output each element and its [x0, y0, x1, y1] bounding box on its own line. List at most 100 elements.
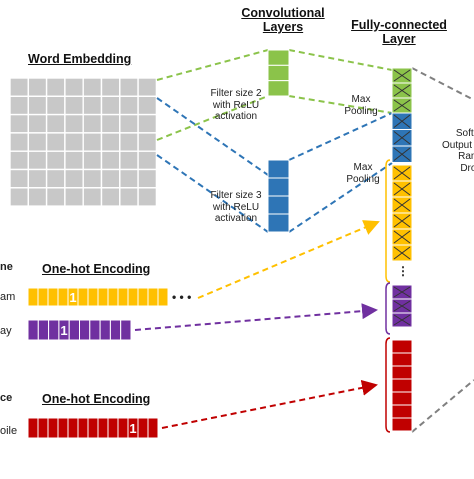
embedding-cell	[100, 77, 121, 97]
embedding-cell	[119, 132, 139, 152]
fc-green-cell-cross	[393, 99, 411, 112]
embedding-cell	[119, 113, 139, 134]
embedding-cell	[27, 168, 48, 189]
side-label-4: ce	[0, 392, 13, 404]
onehot-purple-cell	[99, 319, 111, 341]
embedding-cell	[9, 113, 29, 134]
embedding-cell	[45, 77, 66, 97]
word-embedding-title: Word Embedding	[28, 52, 132, 66]
fully-connected-layer	[385, 67, 413, 433]
onehot-red-cell	[147, 417, 159, 439]
conv-filter-2-cell	[267, 64, 290, 82]
onehot-yellow-cell	[117, 287, 129, 307]
side-label-3: ay	[0, 325, 12, 337]
conv-title-line-1: Convolutional	[241, 6, 325, 20]
embedding-cell	[9, 95, 29, 116]
encoding-ellipsis: • • •	[172, 290, 192, 304]
fc-red-cell	[391, 339, 413, 354]
green-to-fc-bottom	[288, 95, 393, 114]
onehot-title-1: One-hot Encoding	[42, 262, 151, 276]
fc-red-cell	[391, 404, 413, 419]
max-pooling-label-2: Max Pooling	[344, 162, 382, 185]
onehot-purple-cell	[37, 319, 50, 341]
onehot-yellow-cell	[27, 287, 39, 307]
fc-green-cell-cross	[393, 84, 411, 97]
onehot-yellow-cell	[97, 287, 109, 307]
filter3-line-1: Filter size 3	[210, 190, 262, 201]
softmax-line-3: Rand	[458, 151, 474, 162]
onehot-purple-cell	[120, 319, 132, 341]
fc-red-cell	[391, 365, 413, 380]
conv-title-line-2: Layers	[262, 20, 304, 35]
onehot-yellow-cell	[137, 287, 149, 307]
embedding-cell	[137, 150, 158, 171]
grey-line-top	[411, 67, 474, 101]
maxpool1-line-2: Pooling	[344, 105, 378, 117]
embedding-cell	[119, 187, 139, 207]
grey-line-bottom	[411, 379, 474, 433]
onehot-yellow-cell	[37, 287, 49, 307]
embedding-cell	[64, 95, 84, 116]
embedding-cell	[82, 113, 103, 134]
fc-yellow-cell-cross	[393, 214, 411, 228]
embedding-cell	[9, 150, 29, 171]
connection-lines	[134, 49, 474, 433]
onehot-purple-cell	[68, 319, 80, 341]
embedding-cell	[82, 168, 103, 189]
conv-filter-3-cell	[267, 213, 290, 233]
embedding-cell	[82, 77, 103, 97]
onehot-red-cell	[137, 417, 149, 439]
fc-blue-cell-cross	[393, 114, 411, 128]
embedding-cell	[100, 113, 121, 134]
onehot-red-cell-one: 1	[129, 421, 136, 436]
side-label-1: ne	[0, 261, 13, 273]
onehot-red-cell	[97, 417, 109, 439]
arrow-red	[161, 379, 378, 429]
one-hot-encodings: 111	[27, 287, 169, 439]
conv-filter-2-cell	[267, 80, 290, 97]
embedding-cell	[137, 187, 158, 207]
embedding-cell	[82, 187, 103, 207]
embedding-cell	[100, 187, 121, 207]
embedding-cell	[100, 150, 121, 171]
embedding-cell	[64, 150, 84, 171]
embedding-cell	[137, 77, 158, 97]
conv-layers-title: Convolutional Layers	[233, 6, 333, 35]
fc-red-cell	[391, 378, 413, 393]
maxpool2-line-2: Pooling	[346, 173, 380, 185]
fc-purple-cell-cross	[393, 286, 411, 298]
embedding-cell	[137, 168, 158, 189]
filter-size-2-label: Filter size 2 with ReLU activation	[200, 88, 272, 123]
softmax-line-1: SoftM	[455, 128, 474, 139]
maxpool1-line-1: Max	[351, 94, 371, 105]
onehot-yellow-cell	[77, 287, 89, 307]
embedding-cell	[27, 113, 48, 134]
onehot-red-cell	[117, 417, 129, 439]
onehot-yellow-cell-one: 1	[69, 290, 76, 305]
fc-ellipsis: ⋮	[397, 264, 409, 278]
embedding-cell	[64, 132, 84, 152]
embedding-cell	[45, 168, 66, 189]
embedding-cell	[64, 113, 84, 134]
fc-layer-title: Fully-connected Layer	[344, 18, 454, 47]
embedding-cell	[27, 187, 48, 207]
onehot-purple-cell	[89, 319, 101, 341]
embedding-cell	[64, 77, 84, 97]
fc-green-cell-cross	[393, 69, 411, 82]
fc-red-cell	[391, 391, 413, 406]
conv-filter-2-cell	[267, 49, 290, 66]
embedding-cell	[100, 168, 121, 189]
blue-line-bottom	[156, 154, 269, 233]
onehot-yellow-cell	[87, 287, 99, 307]
filter-size-3-label: Filter size 3 with ReLU activation	[200, 190, 272, 225]
fc-yellow-cell-cross	[393, 246, 411, 260]
filter3-line-3: activation	[214, 213, 258, 224]
side-label-5: oile	[0, 425, 18, 437]
onehot-red-cell	[77, 417, 89, 439]
onehot-red-cell	[47, 417, 59, 439]
embedding-cell	[9, 132, 29, 152]
onehot-red-cell	[107, 417, 119, 439]
green-to-fc-top	[288, 49, 393, 71]
fc-purple-cell-cross	[393, 300, 411, 312]
